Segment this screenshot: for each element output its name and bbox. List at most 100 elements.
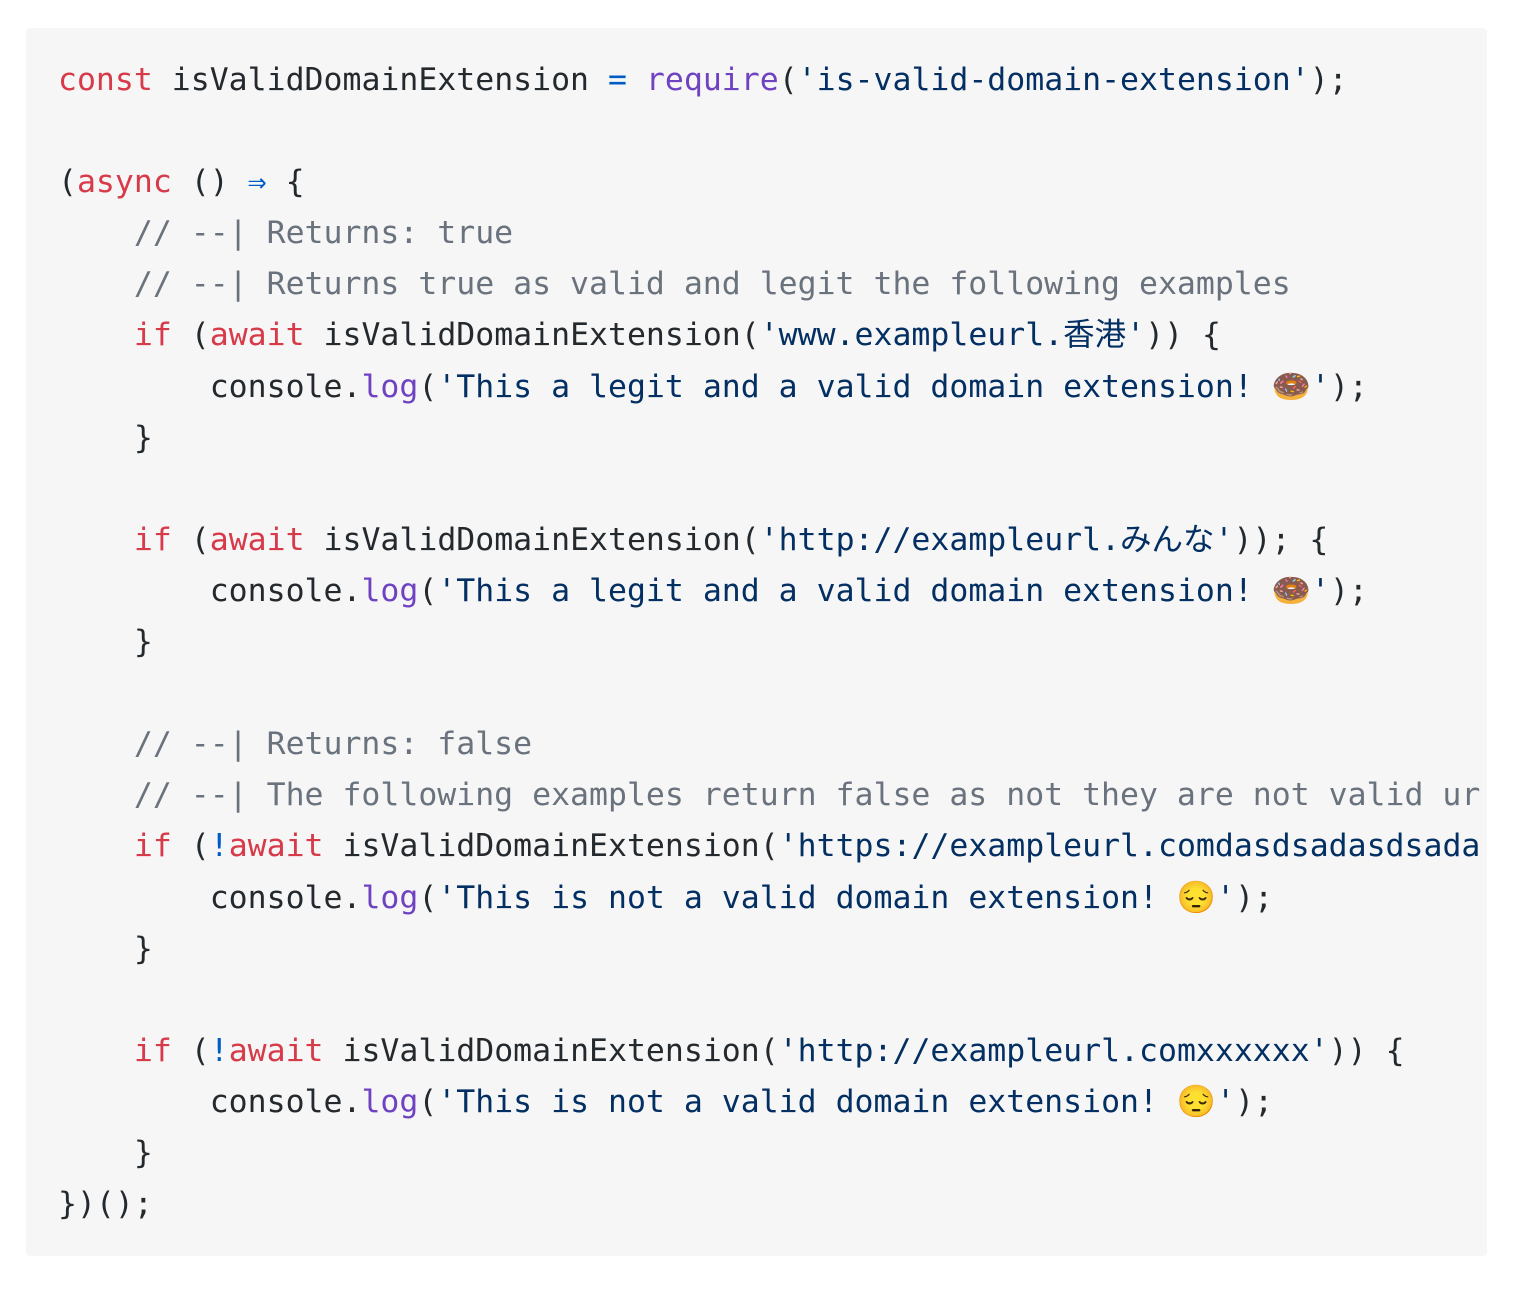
text-token xyxy=(58,266,134,302)
text-token xyxy=(58,777,134,813)
comment-token: // --| Returns: true xyxy=(133,215,514,252)
keyword-token: if xyxy=(133,828,172,865)
string-token: 'is-valid-domain-extension' xyxy=(797,62,1310,98)
text-token xyxy=(58,828,134,864)
text-token: ); xyxy=(1309,62,1348,98)
text-token: isValidDomainExtension( xyxy=(304,521,760,558)
text-token: console. xyxy=(58,1083,362,1120)
text-token: } xyxy=(58,930,153,967)
text-token: ( xyxy=(171,521,210,558)
code-line: if (!await isValidDomainExtension('https… xyxy=(58,821,1481,872)
code-line xyxy=(58,106,1480,157)
string-token: 'This is not a valid domain extension! 😔… xyxy=(437,1083,1236,1120)
keyword-token: await xyxy=(209,317,305,354)
code-line: })(); xyxy=(58,1179,1480,1230)
text-token xyxy=(58,215,134,251)
text-token: ( xyxy=(171,1032,210,1069)
function-token: log xyxy=(361,572,419,609)
text-token: ( xyxy=(418,572,438,609)
text-token xyxy=(58,1033,134,1069)
keyword-token: await xyxy=(209,521,305,558)
text-token: console. xyxy=(58,368,362,405)
code-line: // --| The following examples return fal… xyxy=(58,770,1481,821)
text-token: { xyxy=(266,164,305,201)
comment-token: // --| The following examples return fal… xyxy=(133,777,1481,814)
string-token: 'http://exampleurl.comxxxxxx' xyxy=(778,1032,1329,1069)
text-token: ( xyxy=(418,879,438,916)
code-line: console.log('This a legit and a valid do… xyxy=(58,566,1480,617)
string-token: 'http://exampleurl.みんな' xyxy=(759,521,1234,558)
text-token: ( xyxy=(171,828,210,865)
text-token: ( xyxy=(171,317,210,354)
operator-token: = xyxy=(607,62,627,98)
text-token: ( xyxy=(418,1083,438,1120)
text-token: ); xyxy=(1235,879,1274,916)
code-line: if (await isValidDomainExtension('www.ex… xyxy=(58,310,1480,361)
keyword-token: async xyxy=(76,164,172,201)
text-token: ( xyxy=(418,368,438,405)
text-token: isValidDomainExtension( xyxy=(323,1032,779,1069)
text-token xyxy=(58,522,134,558)
text-token: isValidDomainExtension xyxy=(152,62,608,98)
operator-token: ! xyxy=(209,1032,229,1069)
code-line: if (await isValidDomainExtension('http:/… xyxy=(58,515,1480,566)
text-token: } xyxy=(58,1134,153,1171)
code-block: const isValidDomainExtension = require('… xyxy=(26,28,1487,1256)
code-line: // --| Returns: true xyxy=(58,208,1480,259)
keyword-token: if xyxy=(133,317,172,354)
code-line xyxy=(58,668,1480,719)
text-token: console. xyxy=(58,879,362,916)
text-token: ( xyxy=(58,164,77,201)
code-line: } xyxy=(58,1128,1480,1179)
code-line: (async () ⇒ { xyxy=(58,157,1480,208)
comment-token: // --| Returns true as valid and legit t… xyxy=(133,266,1291,303)
operator-token: ⇒ xyxy=(247,164,267,201)
function-token: require xyxy=(645,62,779,98)
code-line: console.log('This a legit and a valid do… xyxy=(58,362,1480,413)
code-content[interactable]: const isValidDomainExtension = require('… xyxy=(58,55,1480,1230)
function-token: log xyxy=(361,368,419,405)
code-line: console.log('This is not a valid domain … xyxy=(58,873,1480,924)
function-token: log xyxy=(361,879,419,916)
code-line: } xyxy=(58,617,1480,668)
keyword-token: if xyxy=(133,521,172,558)
keyword-token: if xyxy=(133,1032,172,1069)
text-token: ( xyxy=(778,62,798,98)
text-token: )); { xyxy=(1233,521,1329,558)
code-line: } xyxy=(58,924,1480,975)
code-line: if (!await isValidDomainExtension('http:… xyxy=(58,1026,1480,1077)
text-token xyxy=(58,726,134,762)
code-line: console.log('This is not a valid domain … xyxy=(58,1077,1480,1128)
text-token: isValidDomainExtension( xyxy=(323,828,779,865)
text-token: console. xyxy=(58,572,362,609)
code-line: const isValidDomainExtension = require('… xyxy=(58,55,1480,106)
comment-token: // --| Returns: false xyxy=(133,726,533,763)
string-token: 'This a legit and a valid domain extensi… xyxy=(437,572,1330,609)
function-token: log xyxy=(361,1083,419,1120)
string-token: 'https://exampleurl.comdasdsadasdsada xyxy=(778,828,1481,865)
string-token: 'www.exampleurl.香港' xyxy=(759,317,1146,354)
code-line: } xyxy=(58,413,1480,464)
text-token: () xyxy=(171,164,248,201)
text-token: )) { xyxy=(1328,1032,1405,1069)
text-token: ); xyxy=(1329,572,1368,609)
text-token: } xyxy=(58,419,153,456)
text-token: )) { xyxy=(1145,317,1221,354)
code-line xyxy=(58,975,1480,1026)
text-token: isValidDomainExtension( xyxy=(304,317,760,354)
keyword-token: await xyxy=(228,1032,324,1069)
keyword-token: const xyxy=(58,62,153,98)
operator-token: ! xyxy=(209,828,229,865)
keyword-token: await xyxy=(228,828,324,865)
code-line: // --| Returns true as valid and legit t… xyxy=(58,259,1480,310)
text-token: } xyxy=(58,624,153,661)
text-token xyxy=(58,317,134,353)
text-token: ); xyxy=(1235,1083,1274,1120)
code-line: // --| Returns: false xyxy=(58,719,1480,770)
text-token: ); xyxy=(1329,368,1368,405)
string-token: 'This is not a valid domain extension! 😔… xyxy=(437,879,1236,916)
code-line xyxy=(58,464,1480,515)
text-token: })(); xyxy=(58,1186,153,1223)
string-token: 'This a legit and a valid domain extensi… xyxy=(437,368,1330,405)
